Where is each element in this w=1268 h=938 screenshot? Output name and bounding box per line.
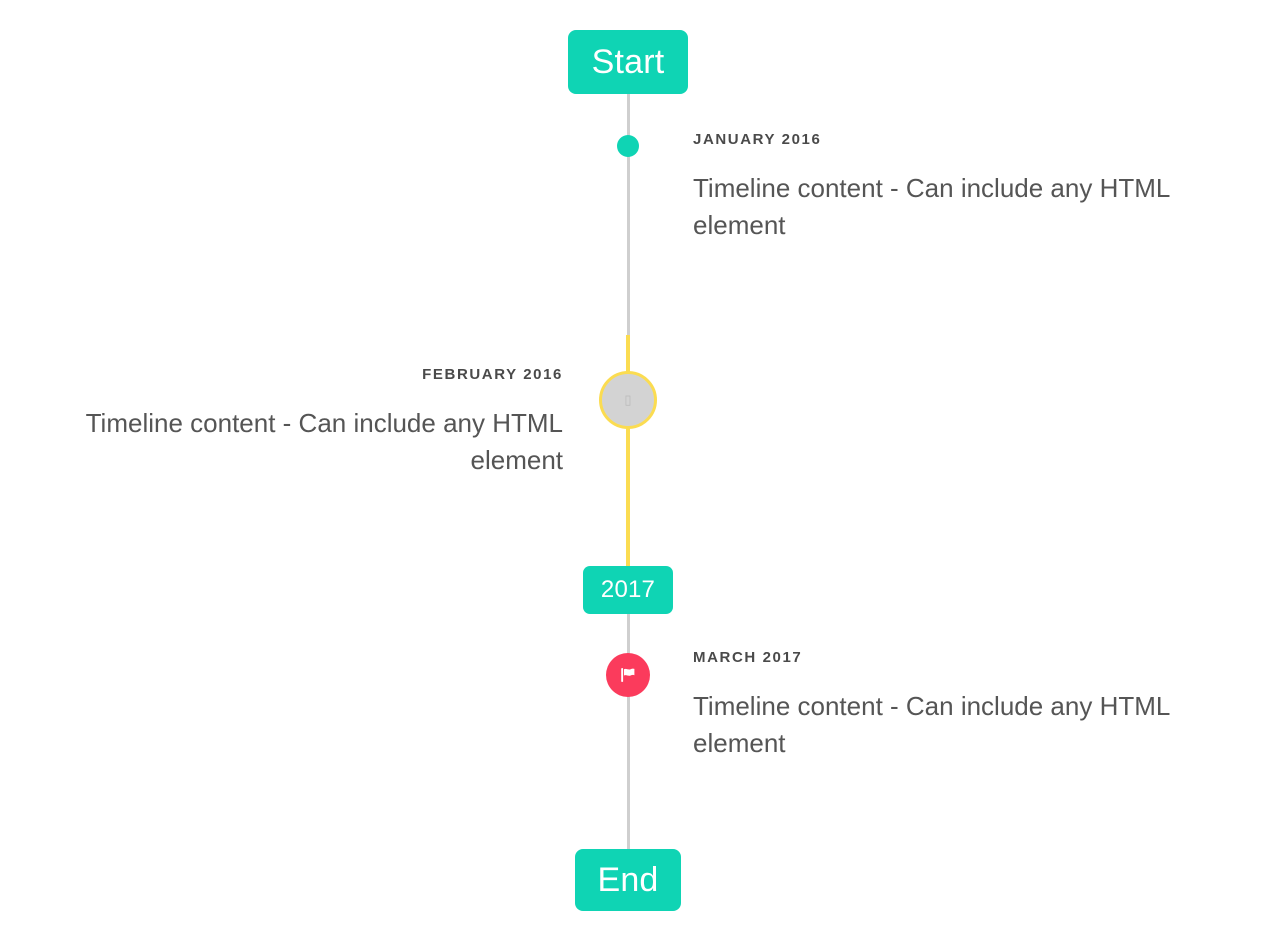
timeline-entry-date: JANUARY 2016 xyxy=(693,131,822,148)
flag-icon xyxy=(621,668,635,682)
timeline-marker-flag-icon[interactable] xyxy=(606,653,650,697)
timeline-start-badge[interactable]: Start xyxy=(568,30,688,94)
timeline-entry-body: Timeline content - Can include any HTML … xyxy=(693,173,1170,240)
timeline-entry-date: MARCH 2017 xyxy=(693,649,803,666)
timeline-entry: FEBRUARY 2016 Timeline content - Can inc… xyxy=(40,366,563,479)
timeline-end-badge[interactable]: End xyxy=(575,849,681,911)
broken-image-icon: ▯ xyxy=(624,392,632,407)
timeline-entry: MARCH 2017 Timeline content - Can includ… xyxy=(693,649,1216,762)
timeline-entry-date: FEBRUARY 2016 xyxy=(422,366,563,383)
timeline-rail-upper xyxy=(626,94,630,335)
timeline-rail-lower xyxy=(626,566,630,853)
timeline-entry: JANUARY 2016 Timeline content - Can incl… xyxy=(693,131,1216,244)
timeline-entry-body: Timeline content - Can include any HTML … xyxy=(693,691,1170,758)
timeline-rail-accent xyxy=(626,335,630,566)
timeline-year-badge[interactable]: 2017 xyxy=(583,566,673,614)
timeline-marker-dot-icon[interactable] xyxy=(617,135,639,157)
timeline-marker-broken-image-icon[interactable]: ▯ xyxy=(599,371,657,429)
timeline-entry-body: Timeline content - Can include any HTML … xyxy=(85,408,563,475)
